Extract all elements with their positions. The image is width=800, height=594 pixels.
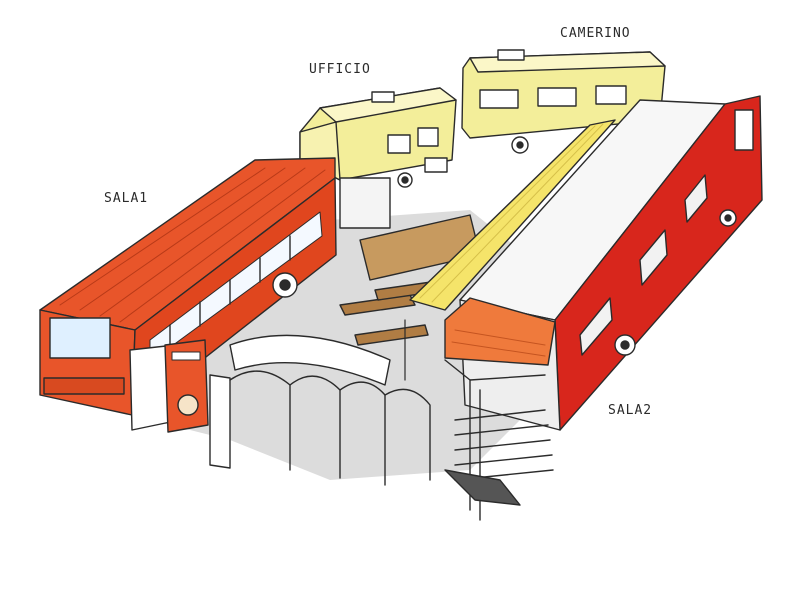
camerino-caravan: [461, 49, 666, 154]
ufficio-label: UFFICIO: [309, 62, 371, 77]
ticket-booth: [164, 339, 209, 433]
sala1-bus: [39, 157, 337, 416]
sala2-bus: [459, 95, 763, 431]
entrance-stairs: [444, 359, 554, 521]
yellow-awning: [404, 119, 616, 381]
sala1-label: SALA1: [104, 191, 149, 206]
ufficio-caravan: [299, 87, 457, 229]
sala2-label: SALA2: [608, 403, 653, 418]
orange-canopy: [444, 297, 556, 366]
camerino-label: CAMERINO: [560, 26, 631, 41]
